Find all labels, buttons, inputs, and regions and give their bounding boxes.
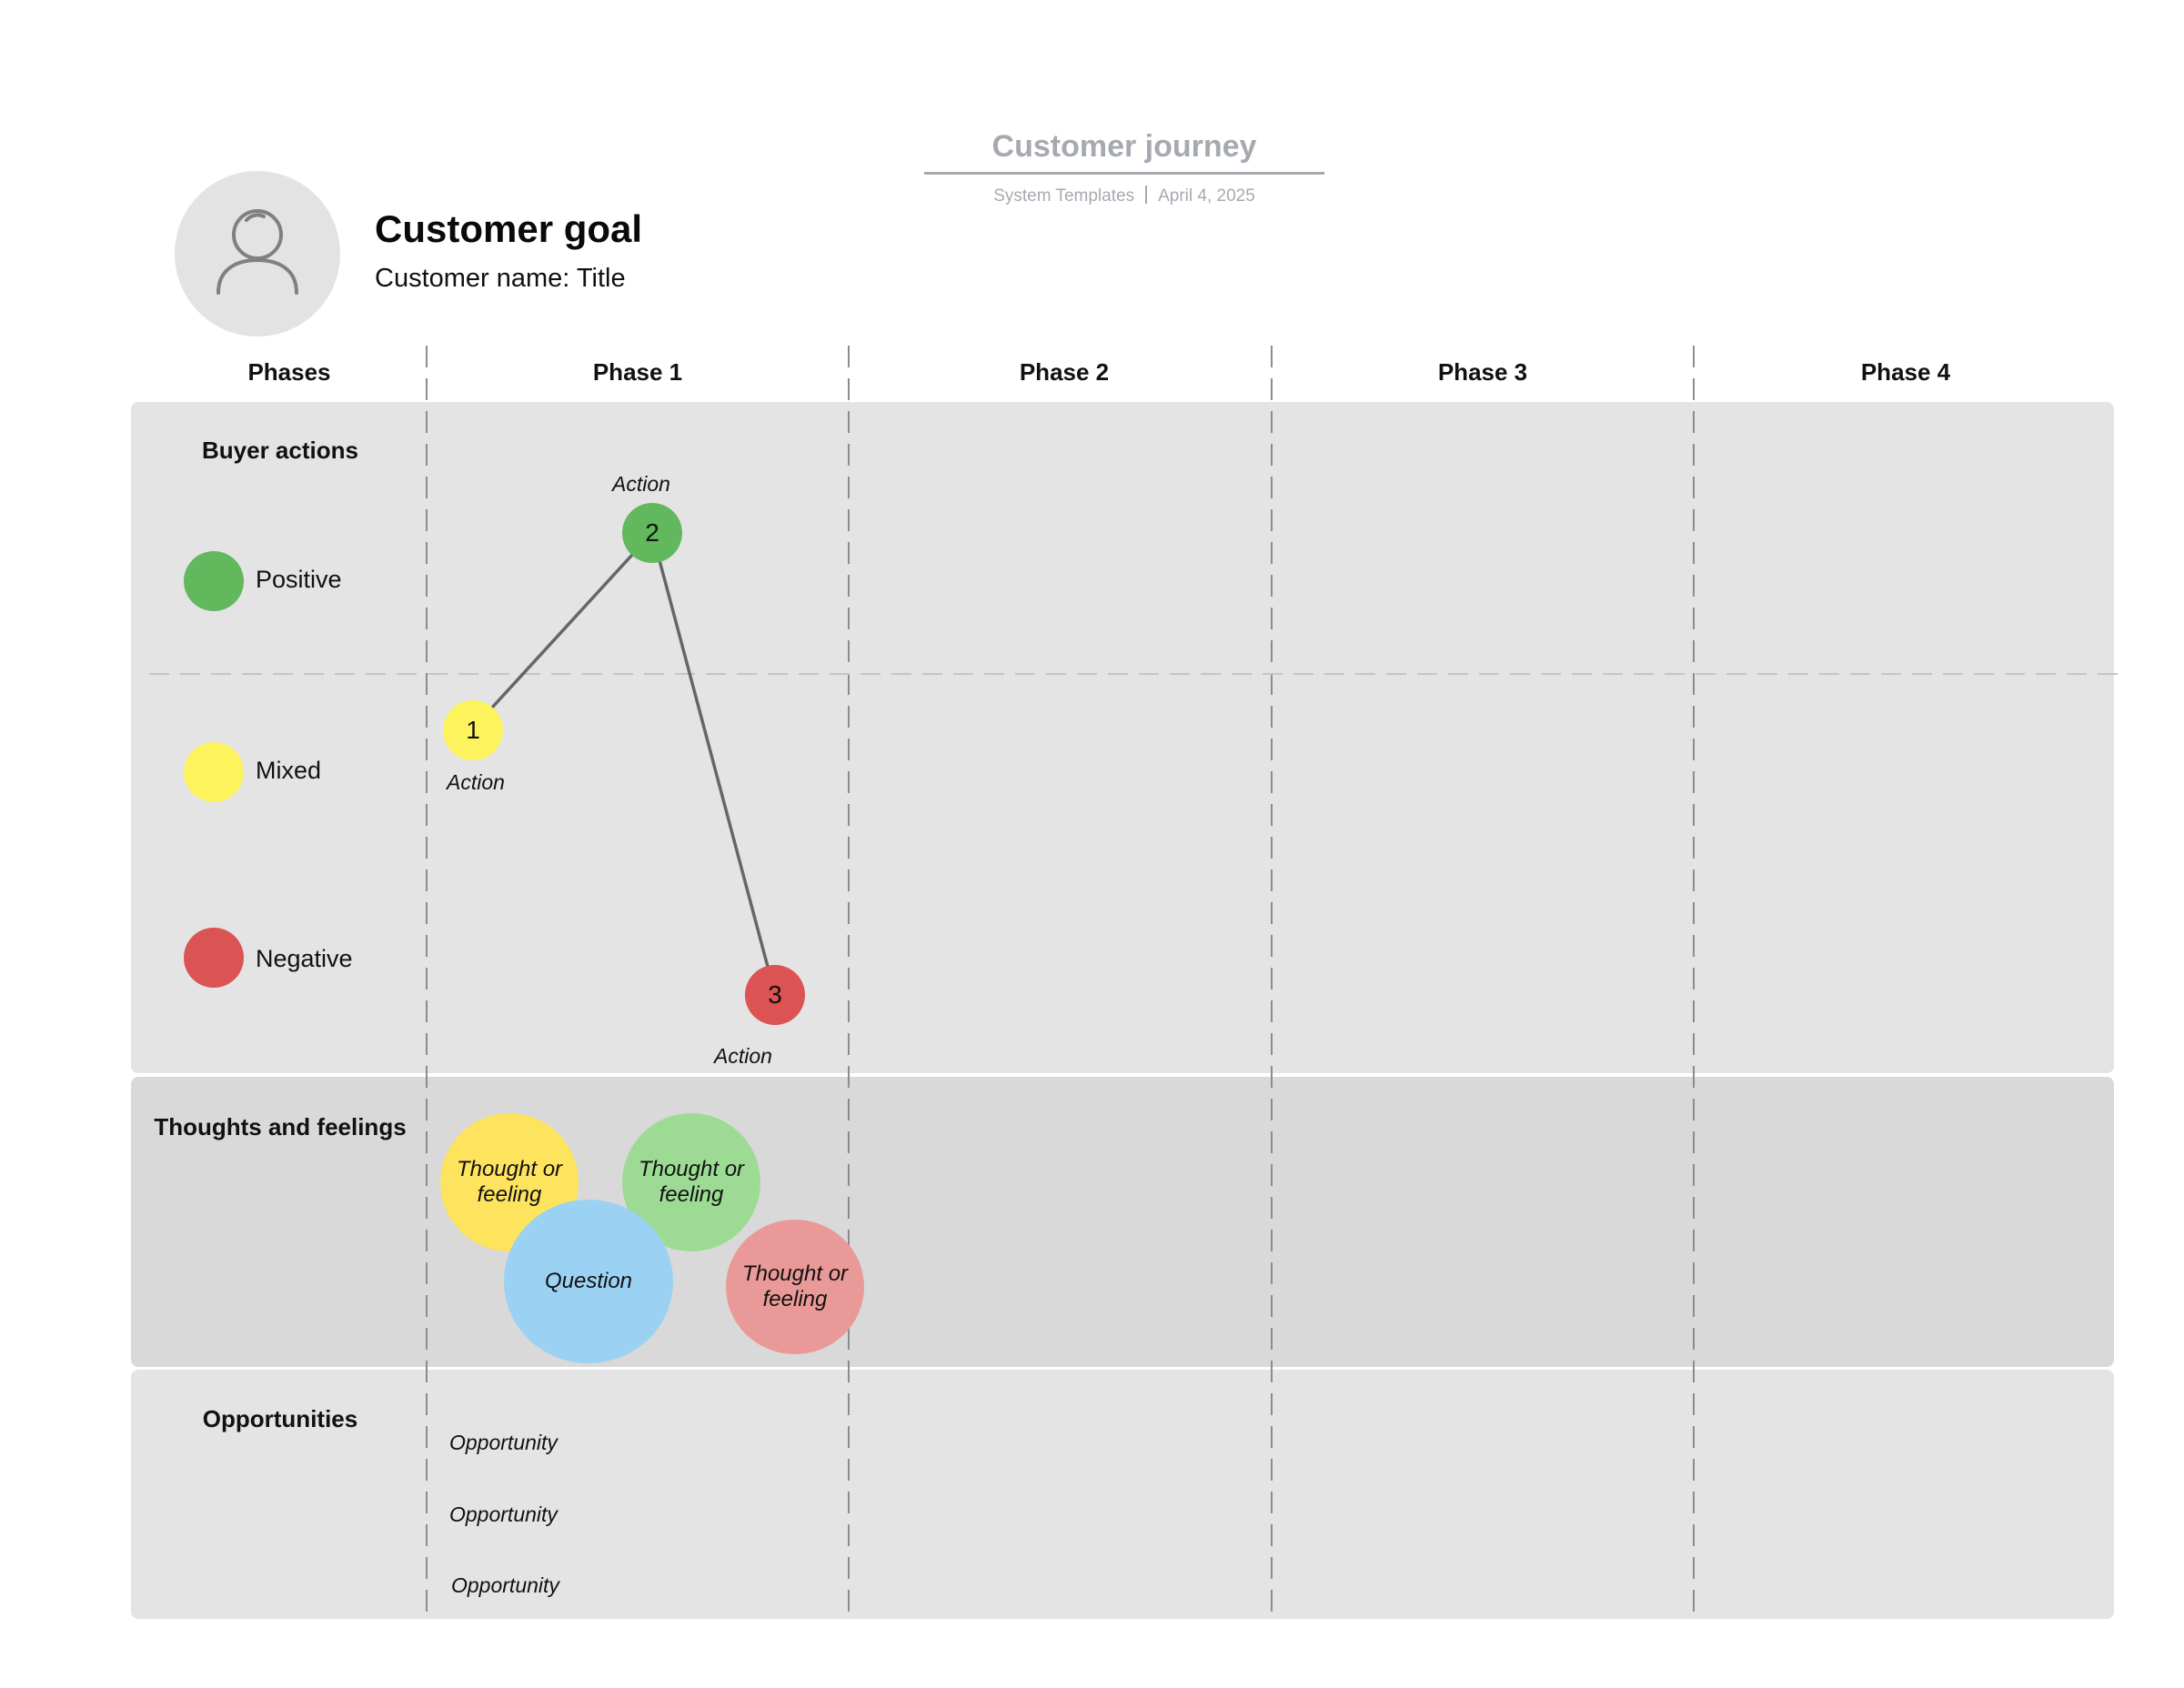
- thought-bubble-yellow[interactable]: Thought or feeling: [440, 1113, 579, 1251]
- opportunity-item-3[interactable]: Opportunity: [451, 1573, 559, 1597]
- legend-positive-label: Positive: [256, 566, 342, 593]
- customer-goal-title: Customer goal: [375, 207, 643, 250]
- journey-connector: [470, 531, 654, 731]
- document-date: April 4, 2025: [1158, 186, 1255, 206]
- action-step-3[interactable]: 3: [745, 965, 805, 1025]
- action-caption-3: Action: [714, 1044, 772, 1068]
- legend-negative-dot: [184, 928, 244, 988]
- action-caption-1: Action: [447, 770, 505, 794]
- user-icon: [216, 209, 298, 295]
- opportunities-band: [131, 1370, 2114, 1619]
- opportunity-item-1[interactable]: Opportunity: [449, 1431, 558, 1454]
- legend-positive-dot: [184, 551, 244, 611]
- avatar: [175, 171, 340, 337]
- question-bubble[interactable]: Question: [504, 1200, 673, 1363]
- thoughts-label: Thoughts and feelings: [154, 1113, 407, 1140]
- journey-connector: [650, 531, 777, 996]
- legend-mixed-dot: [184, 742, 244, 802]
- document-title: Customer journey: [991, 129, 1257, 164]
- phase-header-4: Phase 4: [1860, 358, 1951, 386]
- buyer-actions-label: Buyer actions: [202, 437, 358, 464]
- phases-header: Phases: [247, 358, 331, 386]
- phase-header-1: Phase 1: [592, 358, 683, 386]
- title-underline: [924, 172, 1324, 175]
- thought-bubble-red[interactable]: Thought or feeling: [726, 1220, 864, 1354]
- phase-header-2: Phase 2: [1019, 358, 1110, 386]
- document-source: System Templates: [993, 186, 1135, 206]
- action-step-1[interactable]: 1: [443, 700, 503, 760]
- opportunity-item-2[interactable]: Opportunity: [449, 1502, 558, 1526]
- action-caption-2: Action: [612, 472, 670, 496]
- opportunities-label: Opportunities: [202, 1405, 358, 1432]
- customer-name-title: Customer name: Title: [375, 264, 626, 293]
- legend-mixed-label: Mixed: [256, 757, 322, 784]
- document-meta: System Templates April 4, 2025: [924, 186, 1324, 206]
- meta-separator: [1145, 186, 1148, 204]
- action-step-2[interactable]: 2: [622, 503, 682, 563]
- phase-header-3: Phase 3: [1437, 358, 1528, 386]
- legend-negative-label: Negative: [256, 945, 353, 972]
